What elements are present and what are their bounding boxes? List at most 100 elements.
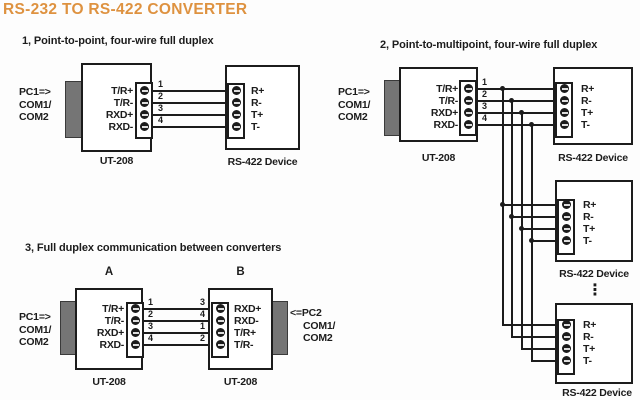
d2-device2-screw-icon <box>562 212 571 221</box>
d3-pin-number-a: 2 <box>148 309 154 319</box>
d2-wire-number: 3 <box>482 101 488 111</box>
d3-converter-b-terminal-label: RXD- <box>234 315 259 327</box>
d2-wire-number: 2 <box>482 89 488 99</box>
d1-wire-4 <box>153 126 227 128</box>
d1-wire-2 <box>153 102 227 104</box>
d2-converter-terminal-label: RXD- <box>433 119 459 131</box>
d3-converter-b-screw-icon <box>216 340 225 349</box>
d3-converter-b-screw-icon <box>216 304 225 313</box>
d2-pc-label: PC1=> COM1/ COM2 <box>338 86 370 124</box>
section3-heading: 3, Full duplex communication between con… <box>25 242 282 254</box>
d1-db9-connector-icon <box>65 81 82 138</box>
d2-pc-line2: COM1/ <box>338 98 371 111</box>
d2-device1-terminal-label: R- <box>581 95 592 107</box>
d3-converter-b-caption: UT-208 <box>223 376 258 388</box>
d1-converter-screw-icon <box>140 86 149 95</box>
d1-converter-screw-icon <box>140 122 149 131</box>
d3-converter-b-terminal-label: RXD+ <box>234 303 262 315</box>
d1-pc-line3: COM2 <box>19 111 49 123</box>
d1-device-caption: RS-422 Device <box>227 156 298 168</box>
d3-pin-number-a: 4 <box>148 333 154 343</box>
d2-device2-terminal-label: T+ <box>583 223 595 235</box>
d1-converter-terminal-label: RXD+ <box>105 109 133 121</box>
d3-converter-a-terminal-label: T/R- <box>104 315 125 327</box>
vertical-ellipsis: ⋮ <box>587 280 603 299</box>
d1-device-terminal-label: R- <box>251 97 262 109</box>
d3-db9-connector-right-icon <box>272 301 288 355</box>
d2-junction-dot <box>500 202 505 207</box>
d2-converter-screw-icon <box>464 84 473 93</box>
d1-device-terminal-label: T- <box>251 121 260 133</box>
d2-wire-number: 1 <box>482 77 488 87</box>
d2-junction-dot <box>519 110 524 115</box>
d2-bus-line-3 <box>521 112 523 350</box>
d2-converter-terminal-label: T/R+ <box>436 83 458 95</box>
d2-device2-terminal-label: R- <box>583 211 594 223</box>
d2-junction-dot <box>500 86 505 91</box>
d2-device3-terminal-label: R+ <box>583 319 597 331</box>
d2-branch-wire-4 <box>531 240 558 242</box>
d1-converter-screw-icon <box>140 98 149 107</box>
d3-converter-a-caption: UT-208 <box>92 376 126 388</box>
d1-device-screw-icon <box>232 110 241 119</box>
d2-junction-dot <box>509 214 514 219</box>
d2-wire-1 <box>477 88 555 90</box>
d3-converter-b-label: B <box>236 266 245 278</box>
d3-wire-1 <box>144 308 211 310</box>
d1-converter-screw-icon <box>140 110 149 119</box>
d2-branch-wire-7 <box>521 348 560 350</box>
d2-device3-screw-icon <box>562 356 571 365</box>
d3-pin-number-b: 4 <box>199 309 205 319</box>
d2-converter-screw-icon <box>464 108 473 117</box>
d2-bus-line-2 <box>511 100 513 338</box>
d2-device3-caption: RS-422 Device <box>562 387 632 399</box>
d2-converter-screw-icon <box>464 96 473 105</box>
d3-converter-a-terminal-label: T/R+ <box>102 303 124 315</box>
page-title: RS-232 TO RS-422 CONVERTER <box>3 1 248 18</box>
d3-converter-b-screw-icon <box>216 316 225 325</box>
d2-db9-connector-icon <box>384 80 400 136</box>
d2-converter-caption: UT-208 <box>421 152 456 164</box>
d2-branch-wire-1 <box>502 204 558 206</box>
d3-pin-number-b: 3 <box>199 297 205 307</box>
d3-wire-3 <box>144 332 211 334</box>
d2-device2-screw-icon <box>562 200 571 209</box>
d3-converter-b-screw-icon <box>216 328 225 337</box>
d1-device-screw-icon <box>232 86 241 95</box>
d2-device3-screw-icon <box>562 344 571 353</box>
d1-device-terminal-label: T+ <box>251 109 263 121</box>
d3-pin-number-a: 1 <box>148 297 154 307</box>
d1-wire-1 <box>153 90 227 92</box>
d3-converter-a-screw-icon <box>131 304 140 313</box>
d2-device3-terminal-label: R- <box>583 331 594 343</box>
d2-branch-wire-8 <box>531 360 560 362</box>
d2-junction-dot <box>529 122 534 127</box>
d2-device3-terminal-label: T+ <box>583 343 595 355</box>
d3-wire-4 <box>144 344 211 346</box>
d3-pc2-line2: COM1/ <box>303 319 336 332</box>
d2-converter-terminal-label: RXD+ <box>430 107 458 119</box>
d2-device1-caption: RS-422 Device <box>558 152 628 164</box>
d2-bus-line-1 <box>502 88 504 326</box>
d2-wire-4 <box>477 124 555 126</box>
d1-wire-number: 3 <box>158 103 164 113</box>
d1-wire-number: 4 <box>158 115 164 125</box>
d2-device2-terminal-label: T- <box>583 235 592 247</box>
d3-converter-a-screw-icon <box>131 316 140 325</box>
d3-pc1-label: PC1=> COM1/ COM2 <box>19 311 51 349</box>
d1-device-screw-icon <box>232 122 241 131</box>
d2-junction-dot <box>509 98 514 103</box>
d3-converter-a-screw-icon <box>131 340 140 349</box>
d3-pin-number-a: 3 <box>148 321 154 331</box>
d1-pc-line2: COM1/ <box>19 98 52 111</box>
d2-device2-caption: RS-422 Device <box>559 268 629 280</box>
d3-converter-b-terminal-label: T/R- <box>234 339 254 351</box>
d3-pc2-label: <=PC2 COM1/ COM2 <box>290 307 335 345</box>
d2-converter-terminal-label: T/R- <box>438 95 459 107</box>
d2-device1-terminal-label: R+ <box>581 83 595 95</box>
d3-converter-a-screw-icon <box>131 328 140 337</box>
d1-pc-line1: PC1=> <box>19 86 51 98</box>
d2-branch-wire-3 <box>521 228 558 230</box>
d2-junction-dot <box>529 238 534 243</box>
